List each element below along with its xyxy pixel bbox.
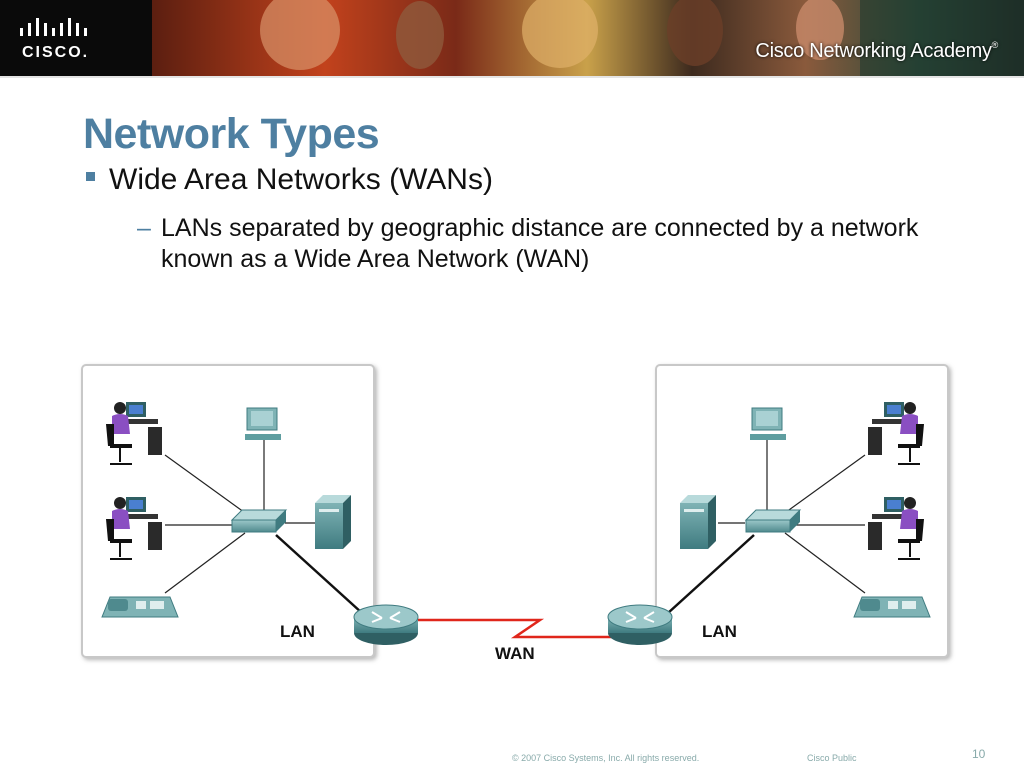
footer-classification: Cisco Public	[807, 753, 857, 763]
pc-icon	[750, 407, 786, 440]
bullet-level-1: Wide Area Networks (WANs)	[86, 163, 493, 197]
cisco-logo: CISCO.	[0, 0, 152, 78]
cisco-bars-icon	[20, 18, 87, 36]
square-bullet-icon	[86, 171, 95, 181]
cisco-wordmark: CISCO.	[22, 44, 90, 61]
pc-icon	[245, 407, 281, 440]
bullet-1-text: Wide Area Networks (WANs)	[109, 163, 493, 196]
workstation-icon	[106, 497, 162, 560]
header-banner: CISCO. Cisco Networking Academy®	[0, 0, 1024, 78]
wan-label: WAN	[495, 644, 535, 663]
router-icon	[607, 604, 673, 645]
dash-bullet: –	[137, 214, 151, 242]
academy-registered: ®	[991, 40, 999, 50]
bullet-2-text: LANs separated by geographic distance ar…	[161, 214, 919, 273]
right-lan-label: LAN	[702, 622, 737, 641]
wan-link	[418, 618, 645, 639]
switch-icon	[230, 509, 288, 533]
left-lan-label: LAN	[280, 622, 315, 641]
ip-phone-icon	[853, 596, 931, 618]
workstation-icon	[868, 402, 924, 465]
page-number: 10	[972, 747, 986, 761]
server-icon	[315, 495, 351, 549]
bullet-level-2: –LANs separated by geographic distance a…	[137, 213, 957, 275]
server-icon	[680, 495, 716, 549]
footer-copyright: © 2007 Cisco Systems, Inc. All rights re…	[512, 753, 700, 763]
router-icon	[353, 604, 419, 645]
banner-divider	[0, 76, 1024, 78]
workstation-icon	[106, 402, 162, 465]
banner-photo-strip	[150, 0, 1024, 78]
wan-diagram: LAN LAN WAN	[81, 364, 949, 663]
switch-icon	[744, 509, 802, 533]
academy-title: Cisco Networking Academy®	[755, 40, 998, 63]
academy-text: Cisco Networking Academy	[755, 40, 992, 62]
slide-title: Network Types	[83, 110, 380, 158]
workstation-icon	[868, 497, 924, 560]
ip-phone-icon	[101, 596, 179, 618]
